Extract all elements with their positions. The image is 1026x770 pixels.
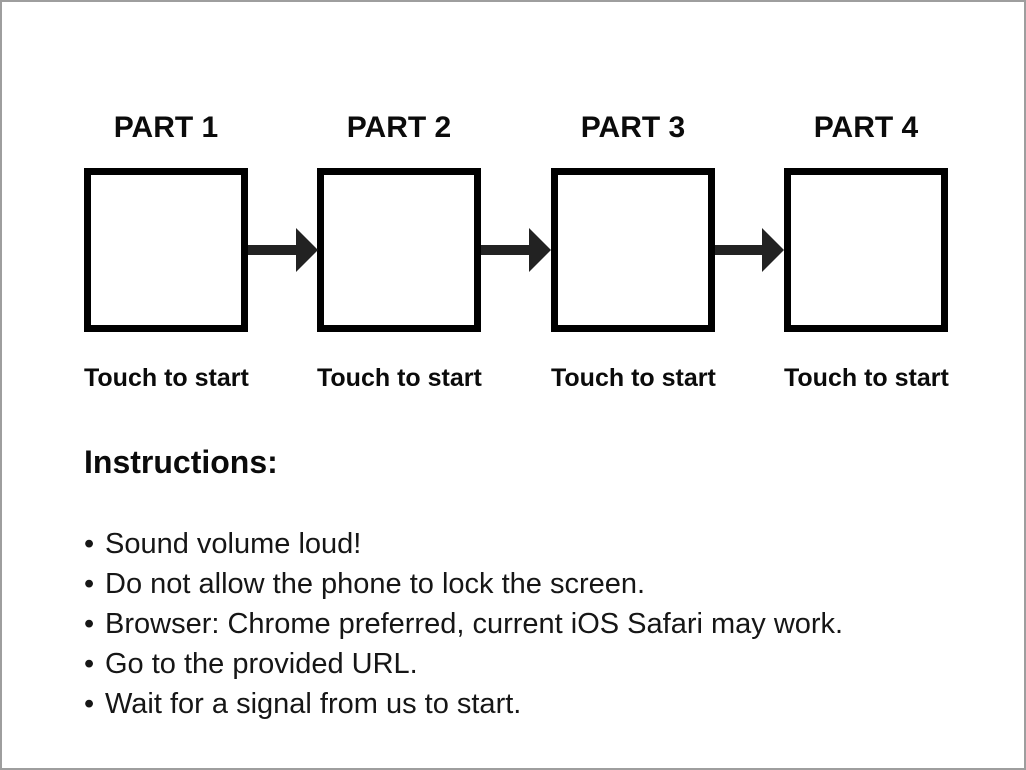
part-2-touch-box[interactable] <box>317 168 481 332</box>
list-item: • Wait for a signal from us to start. <box>84 684 984 724</box>
part-1-label: PART 1 <box>113 111 219 144</box>
instruction-text: Go to the provided URL. <box>105 648 418 680</box>
instructions-heading: Instructions: <box>84 444 278 480</box>
instructions-list: • Sound volume loud! • Do not allow the … <box>84 524 984 724</box>
instruction-text: Wait for a signal from us to start. <box>105 688 522 720</box>
part-3-group: PART 3 Touch to start <box>551 111 716 394</box>
list-item: • Do not allow the phone to lock the scr… <box>84 564 984 604</box>
bullet-icon: • <box>84 568 95 600</box>
arrow-shaft <box>481 245 531 255</box>
list-item: • Go to the provided URL. <box>84 644 984 684</box>
part-3-label: PART 3 <box>580 111 686 144</box>
part-2-label: PART 2 <box>346 111 452 144</box>
bullet-icon: • <box>84 528 95 560</box>
part-2-caption: Touch to start <box>317 364 482 392</box>
arrow-head <box>529 228 551 272</box>
part-1-touch-box[interactable] <box>84 168 248 332</box>
part-2-group: PART 2 Touch to start <box>317 111 482 394</box>
instruction-text: Browser: Chrome preferred, current iOS S… <box>105 608 844 640</box>
arrow-shaft <box>248 245 298 255</box>
instruction-text: Sound volume loud! <box>105 528 362 560</box>
part-3-touch-box[interactable] <box>551 168 715 332</box>
flow-arrow-icon <box>481 228 551 272</box>
flow-arrow-icon <box>715 228 784 272</box>
part-4-group: PART 4 Touch to start <box>784 111 949 394</box>
bullet-icon: • <box>84 688 95 720</box>
instruction-text: Do not allow the phone to lock the scree… <box>105 568 646 600</box>
arrow-head <box>296 228 318 272</box>
part-4-label: PART 4 <box>813 111 919 144</box>
bullet-icon: • <box>84 648 95 680</box>
list-item: • Browser: Chrome preferred, current iOS… <box>84 604 984 644</box>
part-1-group: PART 1 Touch to start <box>84 111 249 394</box>
instructions-section: Instructions: • Sound volume loud! • Do … <box>84 442 984 724</box>
arrow-head <box>762 228 784 272</box>
part-1-caption: Touch to start <box>84 364 249 392</box>
arrow-shaft <box>715 245 764 255</box>
part-4-touch-box[interactable] <box>784 168 948 332</box>
bullet-icon: • <box>84 608 95 640</box>
part-4-caption: Touch to start <box>784 364 949 392</box>
list-item: • Sound volume loud! <box>84 524 984 564</box>
part-3-caption: Touch to start <box>551 364 716 392</box>
flow-arrow-icon <box>248 228 318 272</box>
